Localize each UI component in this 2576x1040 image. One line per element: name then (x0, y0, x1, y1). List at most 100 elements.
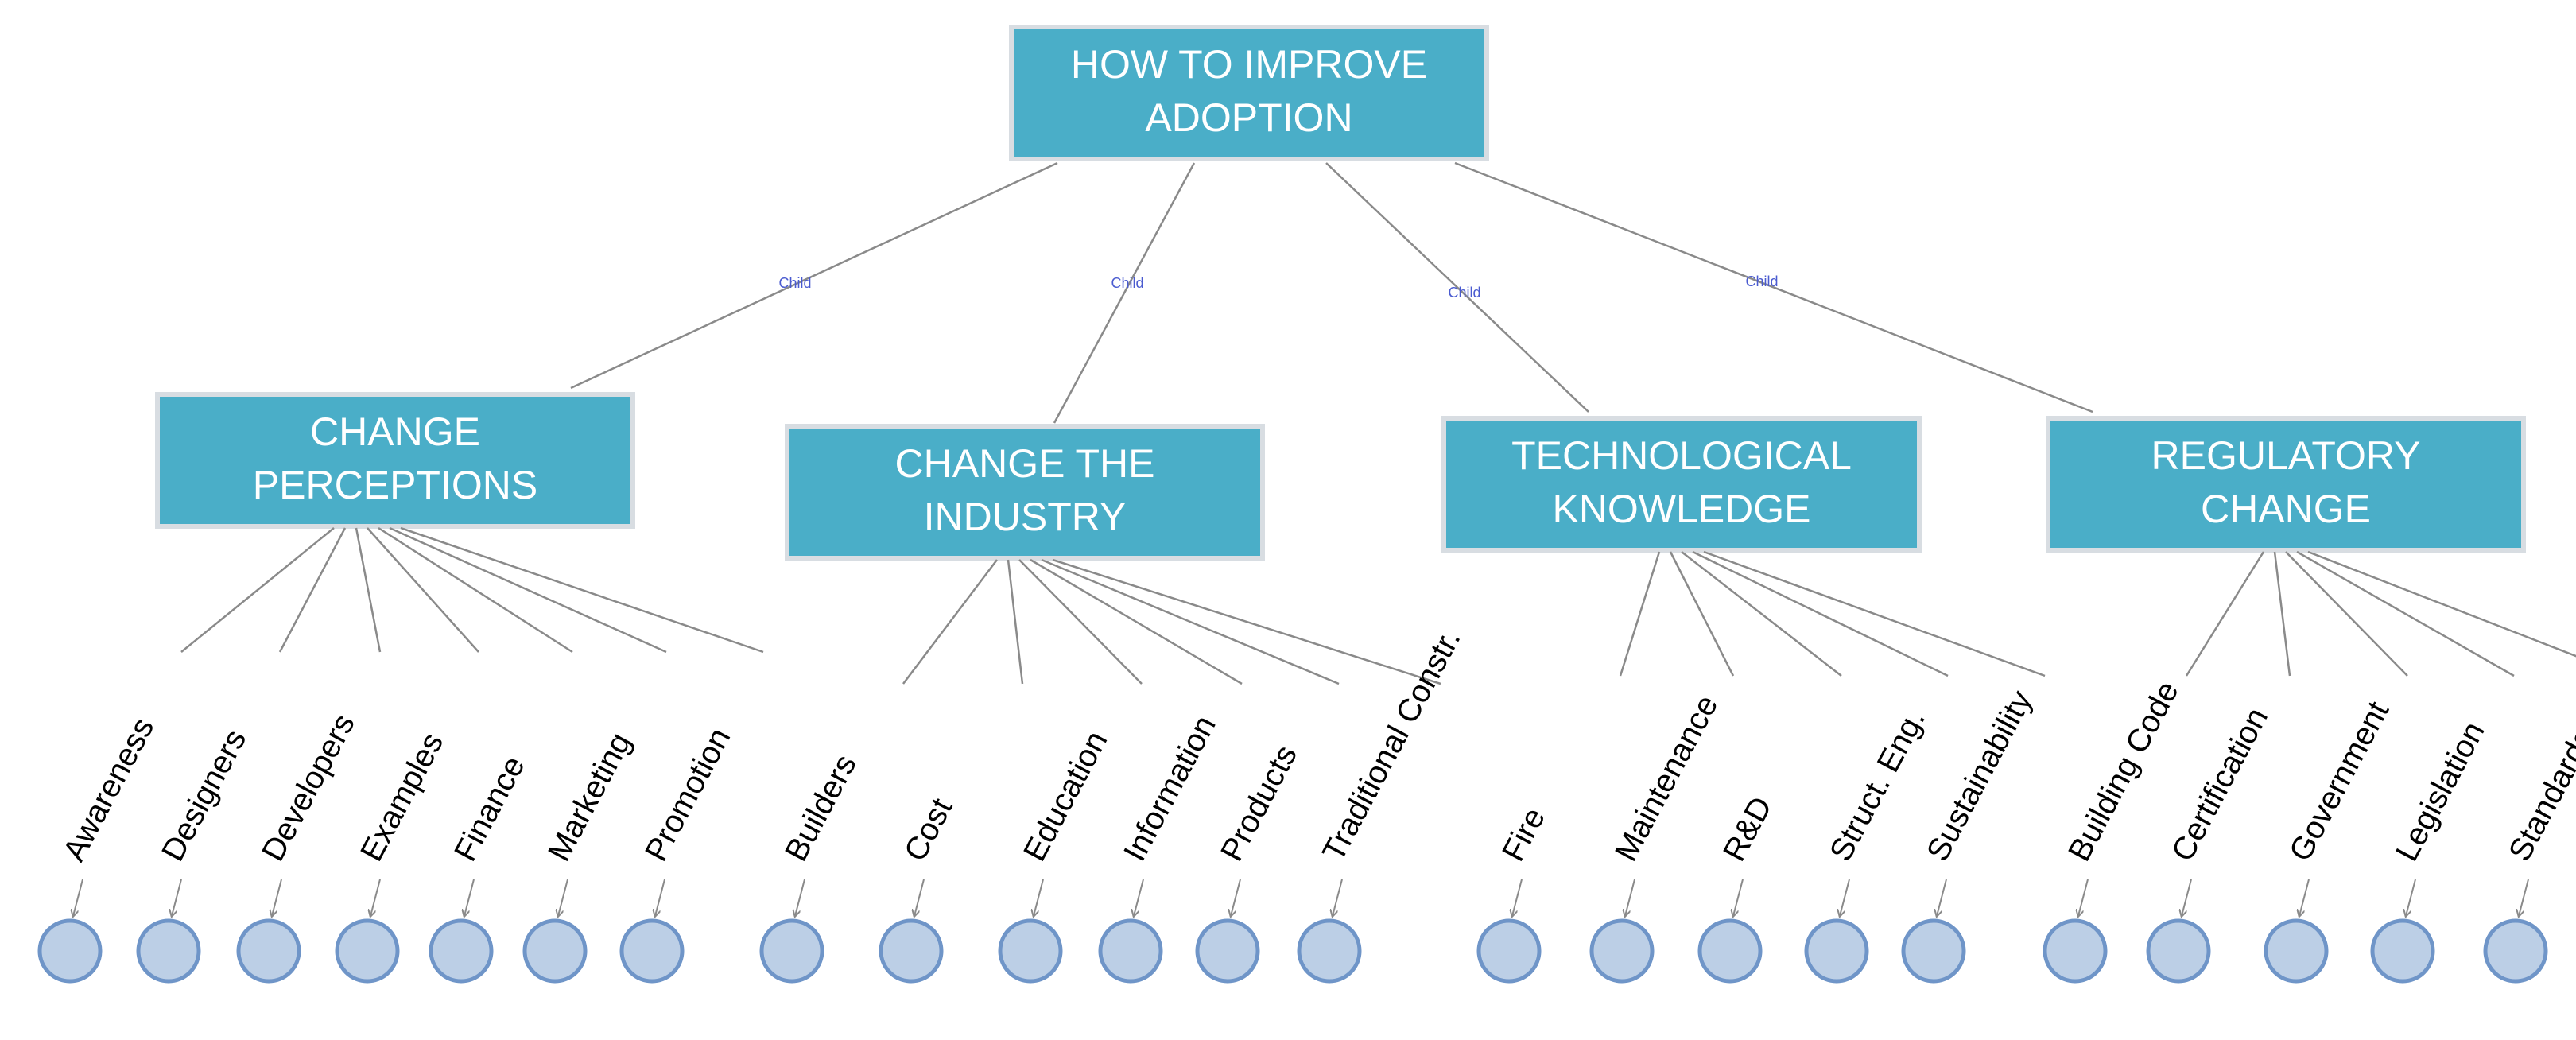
leaf-arrow (2182, 879, 2192, 916)
leaf-arrow (272, 879, 282, 916)
edge-label-child-1: Child (778, 275, 811, 291)
leaf-connector (1041, 558, 1340, 685)
leaf-arrow (464, 879, 475, 916)
connector-root-to-technological (1325, 162, 1589, 413)
leaf-node-circle[interactable] (429, 918, 494, 984)
leaf-connector (1669, 551, 1735, 677)
leaf-node-circle[interactable] (136, 918, 201, 984)
leaf-node-circle[interactable] (1297, 918, 1362, 984)
leaf-arrow (655, 879, 665, 916)
leaf-connector (389, 526, 667, 654)
leaf-arrow (558, 879, 568, 916)
connector-root-to-regulatory (1454, 161, 2093, 413)
leaf-arrow (172, 879, 182, 916)
leaf-node-circle[interactable] (1589, 918, 1655, 984)
leaf-connector (378, 526, 573, 654)
leaf-label: Education (1017, 725, 1114, 867)
branch-title-line-1: TECHNOLOGICAL (1511, 433, 1852, 478)
leaf-label: Designers (155, 724, 253, 867)
branch-title-line-2: INDUSTRY (924, 495, 1127, 539)
leaf-label: R&D (1717, 791, 1779, 867)
leaf-node-circle[interactable] (879, 918, 944, 984)
leaf-node-circle[interactable] (522, 918, 588, 984)
leaf-arrow (2078, 879, 2089, 916)
leaf-label: Cost (898, 793, 959, 867)
leaf-arrow (370, 879, 381, 916)
leaf-arrow (2299, 879, 2310, 916)
leaf-arrow (1231, 879, 1241, 916)
leaf-connector (400, 526, 764, 654)
leaf-node-circle[interactable] (1804, 918, 1869, 984)
leaf-label: Examples (354, 728, 450, 867)
leaf-connector (2185, 551, 2265, 677)
edge-label-child-2: Child (1111, 275, 1143, 291)
leaf-arrow (1733, 879, 1744, 916)
leaf-label: Information (1117, 710, 1223, 867)
edge-label-child-3: Child (1448, 285, 1480, 301)
leaf-arrow (1937, 879, 1947, 916)
connector-root-to-industry (1053, 162, 1196, 424)
root-title-line-2: ADOPTION (1145, 95, 1352, 140)
leaf-connector (2307, 550, 2576, 658)
leaf-connector (1018, 559, 1143, 685)
branch-title-line-1: CHANGE (310, 409, 480, 454)
leaf-node-circle[interactable] (335, 918, 400, 984)
leaf-node-circle[interactable] (2264, 918, 2329, 984)
leaf-node-circle[interactable] (1901, 918, 1966, 984)
leaf-arrow (1034, 879, 1044, 916)
leaf-connector (367, 527, 479, 653)
leaf-label: Products (1214, 739, 1304, 867)
root-node[interactable]: HOW TO IMPROVE ADOPTION (1009, 25, 1489, 161)
branch-node-change-the-industry[interactable]: CHANGE THE INDUSTRY (785, 424, 1265, 561)
branch-title-line-2: CHANGE (2201, 487, 2371, 531)
leaf-connector (1692, 550, 1949, 677)
leaf-label: Standards (2502, 723, 2576, 867)
leaf-node-circle[interactable] (37, 918, 103, 984)
leaf-arrow (1840, 879, 1850, 916)
leaf-connector (1703, 550, 2046, 677)
branch-node-technological-knowledge[interactable]: TECHNOLOGICAL KNOWLEDGE (1441, 416, 1922, 553)
leaf-label: Maintenance (1608, 689, 1724, 867)
leaf-connector (2273, 551, 2291, 677)
leaf-arrow (795, 879, 805, 916)
leaf-connector (1007, 559, 1024, 685)
leaf-label: Finance (448, 751, 532, 867)
leaf-arrow (2519, 879, 2529, 916)
branch-title-line-1: REGULATORY (2151, 433, 2421, 478)
leaf-label: Building Code (2062, 676, 2186, 867)
leaf-connector (1052, 558, 1441, 685)
leaf-label: Fire (1496, 802, 1552, 867)
leaf-arrow (914, 879, 925, 916)
leaf-arrow (2406, 879, 2416, 916)
leaf-node-circle[interactable] (2043, 918, 2108, 984)
leaf-label: Sustainability (1920, 685, 2039, 867)
edge-label-child-4: Child (1745, 274, 1778, 289)
leaf-node-circle[interactable] (2483, 918, 2548, 984)
leaf-label: Legislation (2389, 716, 2492, 867)
leaf-label: Struct. Eng. (1823, 704, 1932, 867)
connector-root-to-perceptions (570, 161, 1058, 390)
leaf-connector (1681, 551, 1842, 677)
branch-node-change-perceptions[interactable]: CHANGE PERCEPTIONS (155, 392, 635, 529)
leaf-connector (278, 527, 347, 653)
leaf-label: Marketing (541, 728, 638, 867)
leaf-node-circle[interactable] (1697, 918, 1763, 984)
leaf-node-circle[interactable] (759, 918, 824, 984)
leaf-node-circle[interactable] (1195, 918, 1260, 984)
branch-title-line-1: CHANGE THE (895, 441, 1155, 486)
leaf-label: Builders (778, 749, 863, 867)
leaf-node-circle[interactable] (998, 918, 1063, 984)
leaf-node-circle[interactable] (236, 918, 301, 984)
branch-node-regulatory-change[interactable]: REGULATORY CHANGE (2046, 416, 2526, 553)
leaf-node-circle[interactable] (2146, 918, 2211, 984)
leaf-node-circle[interactable] (619, 918, 685, 984)
leaf-node-circle[interactable] (1098, 918, 1163, 984)
root-connectors: Child Child Child Child (570, 161, 2093, 424)
leaf-label: Government (2283, 696, 2396, 867)
leaf-node-circle[interactable] (1476, 918, 1542, 984)
leaf-node-circle[interactable] (2370, 918, 2435, 984)
branch-title-line-2: PERCEPTIONS (253, 463, 537, 507)
leaf-connector (2296, 550, 2515, 677)
